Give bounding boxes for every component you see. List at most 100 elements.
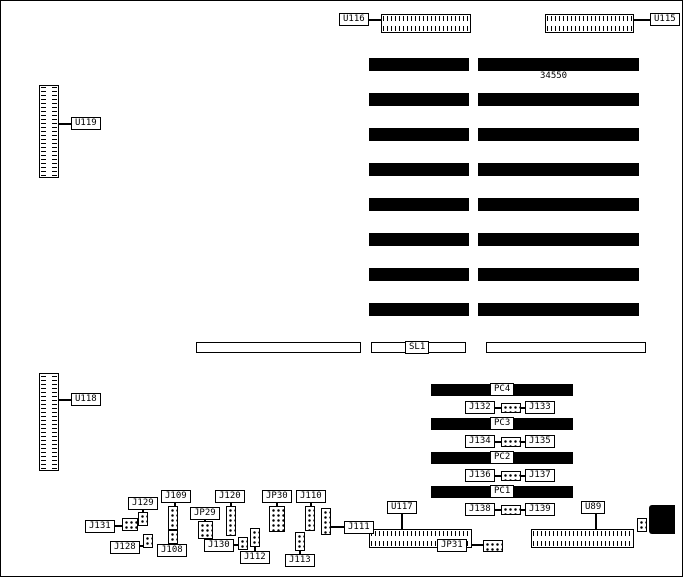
callout-line (299, 550, 301, 555)
callout-line (493, 407, 503, 409)
header-jp29 (198, 521, 213, 539)
label-j111: J111 (344, 521, 374, 534)
label-pc1: PC1 (490, 485, 515, 498)
callout-line (331, 526, 345, 528)
label-u119: U119 (71, 117, 101, 130)
label-j110: J110 (296, 490, 326, 503)
callout-line (113, 525, 123, 527)
memory-bar (478, 128, 639, 141)
header-port (637, 518, 647, 532)
memory-bar (369, 268, 469, 281)
callout-line (519, 407, 527, 409)
memory-bar (369, 303, 469, 316)
header-j129 (138, 512, 148, 526)
callout-line (204, 518, 206, 522)
header-j110 (305, 506, 315, 531)
label-u115: U115 (650, 13, 680, 26)
label-j120: J120 (215, 490, 245, 503)
callout-line (632, 19, 650, 21)
connector-u119 (39, 85, 59, 178)
memory-bar (478, 303, 639, 316)
label-j133: J133 (525, 401, 555, 414)
header-j109 (168, 506, 178, 530)
callout-line (57, 399, 73, 401)
header-j108 (168, 530, 178, 544)
label-jp29: JP29 (190, 507, 220, 520)
memory-bar (369, 128, 469, 141)
connector-u115 (545, 14, 634, 33)
connector-u118 (39, 373, 59, 471)
callout-line (465, 544, 483, 546)
label-j130: J130 (204, 539, 234, 552)
header-j111 (321, 508, 331, 535)
label-j113: J113 (285, 554, 315, 567)
callout-line (138, 545, 144, 547)
label-pc3: PC3 (490, 417, 515, 430)
memory-bar (478, 198, 639, 211)
header-j120 (226, 506, 236, 536)
callout-line (57, 123, 73, 125)
label-jp31: JP31 (437, 539, 467, 552)
label-pc4: PC4 (490, 383, 515, 396)
callout-line (493, 509, 503, 511)
memory-bar (478, 163, 639, 176)
connector-u116 (381, 14, 471, 33)
label-j137: J137 (525, 469, 555, 482)
label-pc2: PC2 (490, 451, 515, 464)
callout-line (367, 19, 381, 21)
label-j132: J132 (465, 401, 495, 414)
header-jp30 (269, 506, 285, 532)
label-j108: J108 (157, 544, 187, 557)
memory-bar (369, 93, 469, 106)
keyboard-port (649, 505, 675, 534)
label-j129: J129 (128, 497, 158, 510)
callout-line (254, 546, 256, 552)
callout-line (401, 514, 403, 530)
label-j138: J138 (465, 503, 495, 516)
label-u116: U116 (339, 13, 369, 26)
jumper-j132-j133 (501, 403, 521, 413)
label-jp30: JP30 (262, 490, 292, 503)
callout-line (493, 441, 503, 443)
memory-bar (478, 268, 639, 281)
jumper-j134-j135 (501, 437, 521, 447)
memory-bar (478, 233, 639, 246)
callout-line (519, 509, 527, 511)
expansion-slot (486, 342, 646, 353)
callout-line (276, 501, 278, 507)
callout-line (519, 441, 527, 443)
callout-line (310, 501, 312, 507)
memory-bar (369, 198, 469, 211)
jumper-j136-j137 (501, 471, 521, 481)
connector-u89 (531, 529, 634, 548)
callout-line (493, 475, 503, 477)
label-j131: J131 (85, 520, 115, 533)
callout-line (142, 508, 144, 513)
chip-text: 34550 (540, 71, 568, 81)
memory-bar (369, 233, 469, 246)
label-j128: J128 (110, 541, 140, 554)
callout-line (232, 544, 239, 546)
callout-line (595, 514, 597, 530)
callout-line (174, 501, 176, 507)
header-j131 (122, 518, 138, 531)
memory-bar (478, 58, 639, 71)
header-j128 (143, 534, 153, 548)
label-j134: J134 (465, 435, 495, 448)
label-j109: J109 (161, 490, 191, 503)
memory-bar (369, 163, 469, 176)
label-u117: U117 (387, 501, 417, 514)
expansion-slot (196, 342, 361, 353)
jumper-j138-j139 (501, 505, 521, 515)
memory-bar (369, 58, 469, 71)
label-j136: J136 (465, 469, 495, 482)
label-j112: J112 (240, 551, 270, 564)
header-j113 (295, 532, 305, 551)
callout-line (519, 475, 527, 477)
label-j139: J139 (525, 503, 555, 516)
label-u89: U89 (581, 501, 606, 514)
memory-bar (478, 93, 639, 106)
header-jp31 (483, 540, 503, 552)
label-j135: J135 (525, 435, 555, 448)
